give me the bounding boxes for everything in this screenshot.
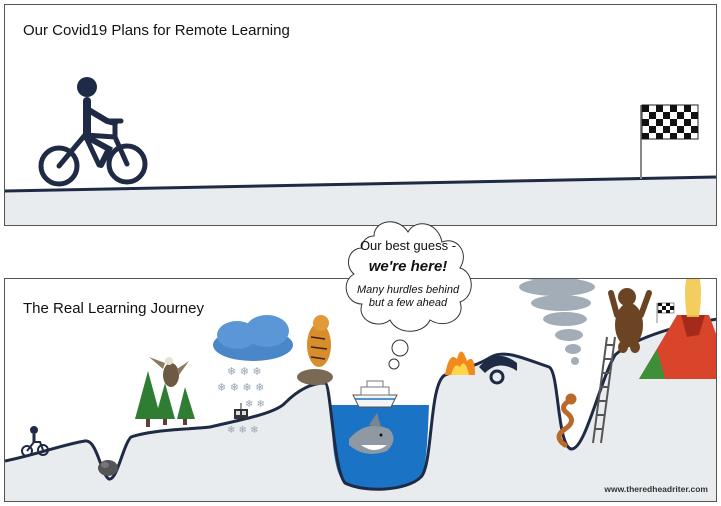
boulder-icon: [98, 460, 118, 476]
plans-title: Our Covid19 Plans for Remote Learning: [23, 22, 290, 39]
journey-title: The Real Learning Journey: [23, 300, 204, 317]
svg-text:❄ ❄ ❄: ❄ ❄ ❄: [227, 365, 262, 378]
bubble-line-3: Many hurdles behind but a few ahead: [356, 284, 460, 309]
bear-icon: [608, 288, 652, 353]
checkered-flag-icon: [656, 302, 675, 323]
checkered-flag-icon: [640, 104, 699, 179]
journey-panel: The Real Learning Journey: [4, 278, 717, 502]
bird-icon: [149, 357, 189, 387]
thought-bubble: Our best guess - we're here! Many hurdle…: [338, 208, 478, 378]
tornado-icon: [519, 279, 595, 365]
tiger-icon: [297, 315, 333, 385]
cyclist-icon: [21, 426, 49, 457]
journey-scene: ❄ ❄ ❄ ❄ ❄ ❄ ❄ ❄ ❄ ❄ ❄ ❄: [5, 279, 716, 501]
plans-scene: [5, 77, 716, 225]
bubble-line-1: Our best guess -: [359, 238, 457, 253]
svg-text:❄ ❄ ❄: ❄ ❄ ❄: [227, 425, 259, 436]
cable-car-icon: [234, 403, 248, 419]
cyclist-icon: [38, 77, 148, 187]
ladder-icon: [592, 336, 616, 444]
svg-text:❄ ❄ ❄ ❄: ❄ ❄ ❄ ❄: [217, 381, 264, 394]
snow-cloud-icon: ❄ ❄ ❄ ❄ ❄ ❄ ❄ ❄ ❄ ❄ ❄ ❄: [213, 315, 293, 436]
shark-icon: [349, 413, 394, 454]
snake-icon: [556, 393, 577, 448]
fire-icon: [445, 351, 475, 375]
flat-ground: [5, 177, 716, 225]
plans-panel: Our Covid19 Plans for Remote Learning: [4, 4, 717, 226]
watermark-url: www.theredheadriter.com: [604, 484, 708, 494]
bridge-icon: [479, 355, 517, 385]
cruise-ship-icon: [352, 380, 398, 408]
bubble-line-2: we're here!: [368, 258, 448, 275]
volcano-icon: [639, 279, 716, 379]
flat-track: [5, 175, 716, 193]
svg-text:❄ ❄: ❄ ❄: [245, 399, 265, 410]
journey-track: [5, 317, 716, 491]
pine-tree-icon: [135, 371, 195, 427]
